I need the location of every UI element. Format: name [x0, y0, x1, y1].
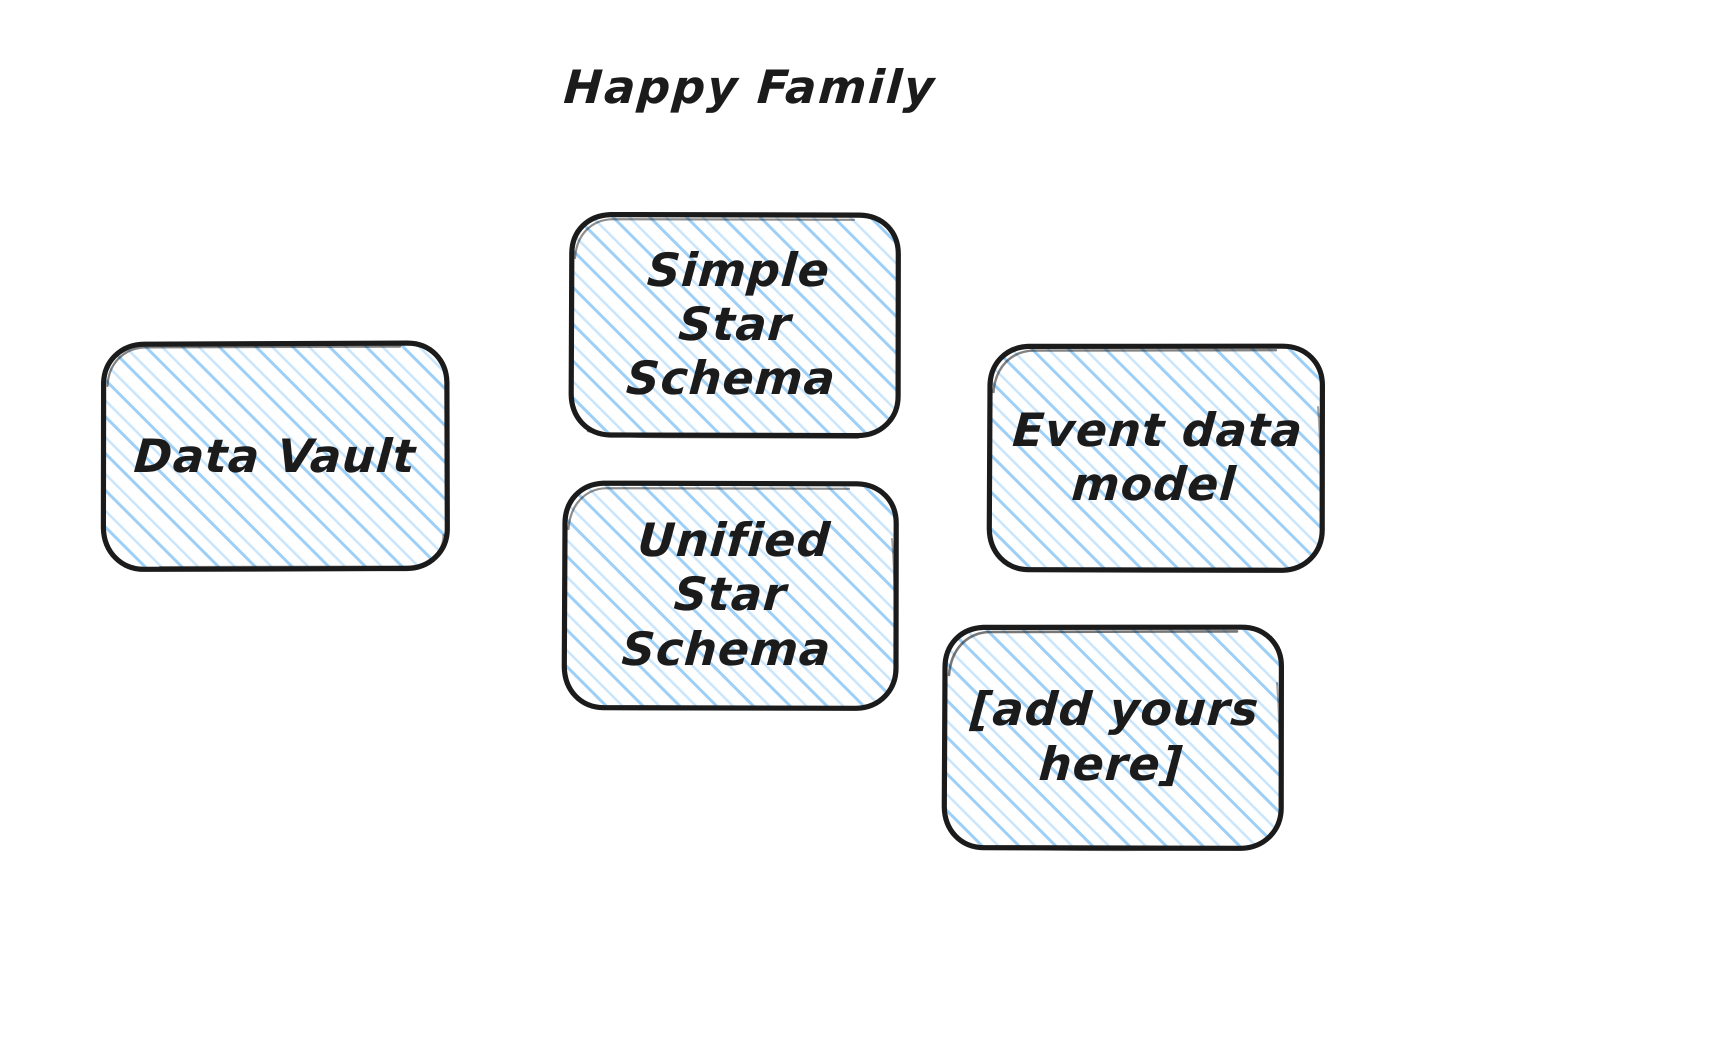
- node-event-data-model[interactable]: Event data model: [986, 342, 1326, 573]
- node-unified-star-schema[interactable]: Unified Star Schema: [561, 479, 900, 711]
- node-data-vault-shape: [100, 340, 450, 572]
- node-add-yours-here-shape: [941, 624, 1285, 852]
- node-simple-star-schema-shape: [568, 212, 901, 439]
- page-title: Happy Family: [562, 60, 938, 114]
- node-unified-star-schema-shape: [561, 480, 899, 711]
- node-add-yours-here[interactable]: [add yours here]: [941, 623, 1285, 852]
- node-data-vault[interactable]: Data Vault: [100, 340, 450, 572]
- node-event-data-model-shape: [986, 343, 1326, 573]
- node-simple-star-schema[interactable]: Simple Star Schema: [568, 211, 902, 439]
